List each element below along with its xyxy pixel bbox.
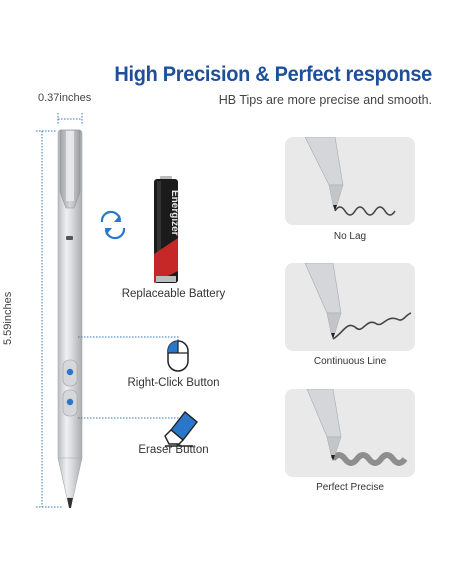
sample-caption-no-lag: No Lag bbox=[333, 231, 367, 242]
sample-caption-continuous-line: Continuous Line bbox=[313, 356, 387, 367]
sample-card-perfect-precise bbox=[285, 389, 415, 477]
width-dimension-label: 0.37inches bbox=[38, 92, 92, 104]
battery-icon bbox=[154, 176, 178, 283]
battery-brand-text: Energizer bbox=[169, 190, 180, 236]
page-title: High Precision & Perfect response bbox=[114, 63, 432, 86]
sample-caption-perfect-precise: Perfect Precise bbox=[316, 482, 384, 493]
right-click-side-button bbox=[62, 359, 78, 387]
eraser-icon bbox=[164, 410, 198, 447]
page-subtitle: HB Tips are more precise and smooth. bbox=[218, 93, 432, 107]
feature-label-eraser: Eraser Button bbox=[138, 444, 209, 456]
swap-arrows-icon bbox=[100, 210, 126, 240]
pen-body bbox=[57, 129, 83, 508]
connector-eraser bbox=[78, 417, 179, 422]
length-dimension-line bbox=[36, 130, 62, 508]
eraser-side-button bbox=[62, 389, 78, 417]
connector-right-click bbox=[78, 336, 179, 345]
sample-card-no-lag bbox=[285, 137, 415, 225]
mouse-icon bbox=[167, 340, 189, 372]
feature-label-right-click: Right-Click Button bbox=[127, 377, 220, 389]
sample-card-continuous-line bbox=[285, 263, 415, 351]
width-dimension-line bbox=[57, 113, 83, 125]
feature-label-battery: Replaceable Battery bbox=[121, 288, 226, 300]
